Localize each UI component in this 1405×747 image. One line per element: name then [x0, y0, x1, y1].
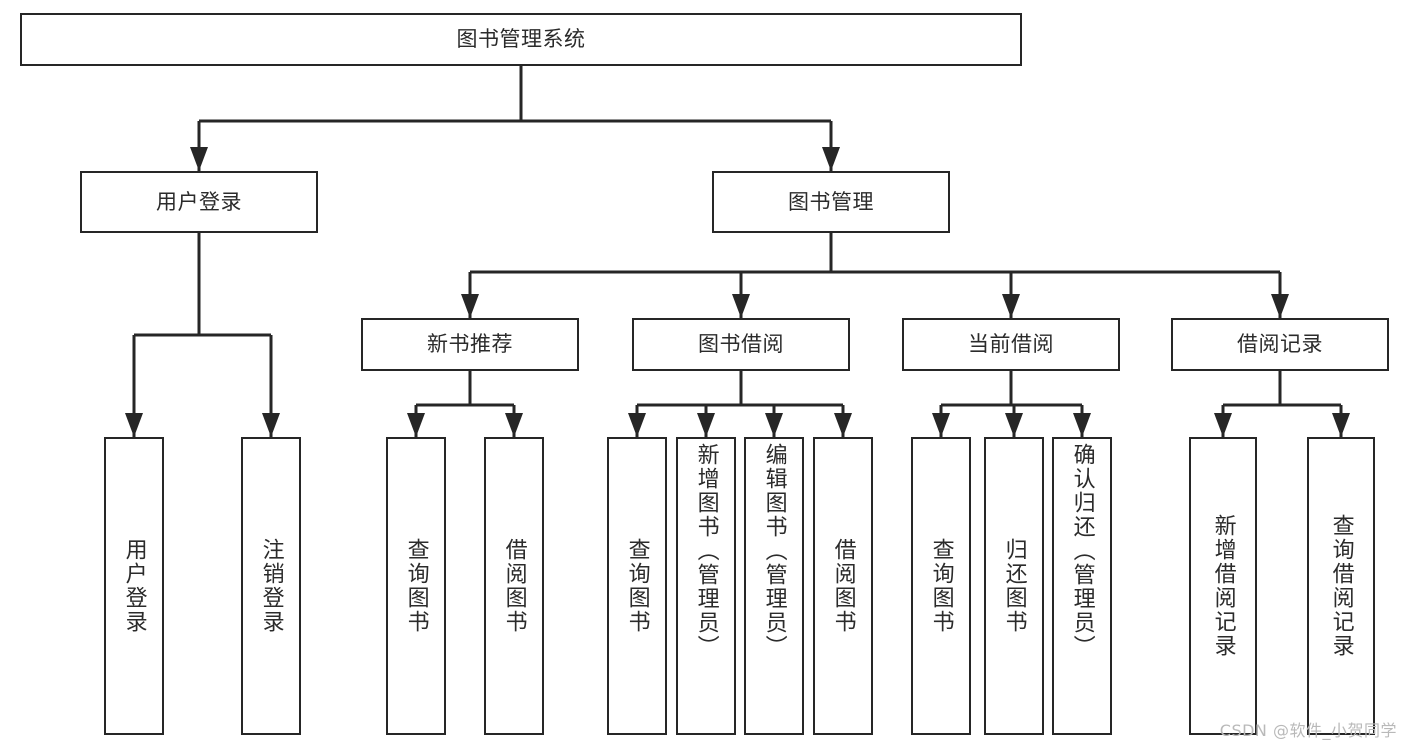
conn-root-arrow-0 — [190, 147, 208, 171]
node-leaf-add-book[interactable]: 新增图书（管理员） — [676, 437, 736, 735]
node-leaf-logout[interactable]: 注销登录 — [241, 437, 301, 735]
conn-book-borrow-arrow-0 — [628, 413, 646, 437]
node-label: 查询图书 — [403, 538, 429, 634]
node-leaf-query-book-cur[interactable]: 查询图书 — [911, 437, 971, 735]
conn-book-borrow-arrow-3 — [834, 413, 852, 437]
node-label: 当前借阅 — [968, 332, 1054, 357]
node-label: 新增借阅记录 — [1210, 514, 1236, 658]
conn-root-arrow-1 — [822, 147, 840, 171]
node-label: 借阅图书 — [830, 538, 856, 634]
conn-user-login-arrow-0 — [125, 413, 143, 437]
node-label: 用户登录 — [121, 538, 147, 634]
node-label: 新书推荐 — [427, 332, 513, 357]
node-leaf-confirm-return[interactable]: 确认归还（管理员） — [1052, 437, 1112, 735]
node-leaf-add-record[interactable]: 新增借阅记录 — [1189, 437, 1257, 735]
node-book-manage[interactable]: 图书管理 — [712, 171, 950, 233]
node-label: 图书管理系统 — [456, 27, 586, 52]
node-borrow-record[interactable]: 借阅记录 — [1171, 318, 1389, 371]
conn-current-borrow-arrow-1 — [1005, 413, 1023, 437]
conn-book-borrow-arrow-2 — [765, 413, 783, 437]
watermark: CSDN @软件_小贺同学 — [1219, 721, 1397, 740]
node-leaf-query-book-rec[interactable]: 查询图书 — [386, 437, 446, 735]
conn-user-login-arrow-1 — [262, 413, 280, 437]
conn-new-book-recommend-arrow-1 — [505, 413, 523, 437]
conn-book-manage-arrow-3 — [1271, 294, 1289, 318]
node-label: 归还图书 — [1001, 538, 1027, 634]
node-leaf-borrow-book-rec[interactable]: 借阅图书 — [484, 437, 544, 735]
node-leaf-query-record[interactable]: 查询借阅记录 — [1307, 437, 1375, 735]
conn-borrow-record-arrow-0 — [1214, 413, 1232, 437]
node-current-borrow[interactable]: 当前借阅 — [902, 318, 1120, 371]
node-label: 查询图书 — [624, 538, 650, 634]
node-user-login[interactable]: 用户登录 — [80, 171, 318, 233]
node-label: 图书借阅 — [698, 332, 784, 357]
node-leaf-user-login[interactable]: 用户登录 — [104, 437, 164, 735]
conn-current-borrow-arrow-0 — [932, 413, 950, 437]
node-leaf-return-book[interactable]: 归还图书 — [984, 437, 1044, 735]
node-leaf-borrow-book[interactable]: 借阅图书 — [813, 437, 873, 735]
node-label: 确认归还（管理员） — [1069, 443, 1095, 659]
node-root[interactable]: 图书管理系统 — [20, 13, 1022, 66]
node-label: 用户登录 — [156, 189, 242, 214]
conn-book-manage-arrow-0 — [461, 294, 479, 318]
conn-book-borrow-arrow-1 — [697, 413, 715, 437]
conn-book-manage-arrow-2 — [1002, 294, 1020, 318]
node-label: 注销登录 — [258, 538, 284, 634]
node-book-borrow[interactable]: 图书借阅 — [632, 318, 850, 371]
node-label: 查询图书 — [928, 538, 954, 634]
node-leaf-edit-book[interactable]: 编辑图书（管理员） — [744, 437, 804, 735]
conn-current-borrow-arrow-2 — [1073, 413, 1091, 437]
node-label: 查询借阅记录 — [1328, 514, 1354, 658]
conn-book-manage-arrow-1 — [732, 294, 750, 318]
conn-new-book-recommend-arrow-0 — [407, 413, 425, 437]
node-new-book-recommend[interactable]: 新书推荐 — [361, 318, 579, 371]
node-leaf-query-book-borrow[interactable]: 查询图书 — [607, 437, 667, 735]
conn-borrow-record-arrow-1 — [1332, 413, 1350, 437]
node-label: 编辑图书（管理员） — [761, 443, 787, 659]
node-label: 借阅记录 — [1237, 332, 1323, 357]
node-label: 借阅图书 — [501, 538, 527, 634]
node-label: 图书管理 — [788, 189, 874, 214]
node-label: 新增图书（管理员） — [693, 443, 719, 659]
